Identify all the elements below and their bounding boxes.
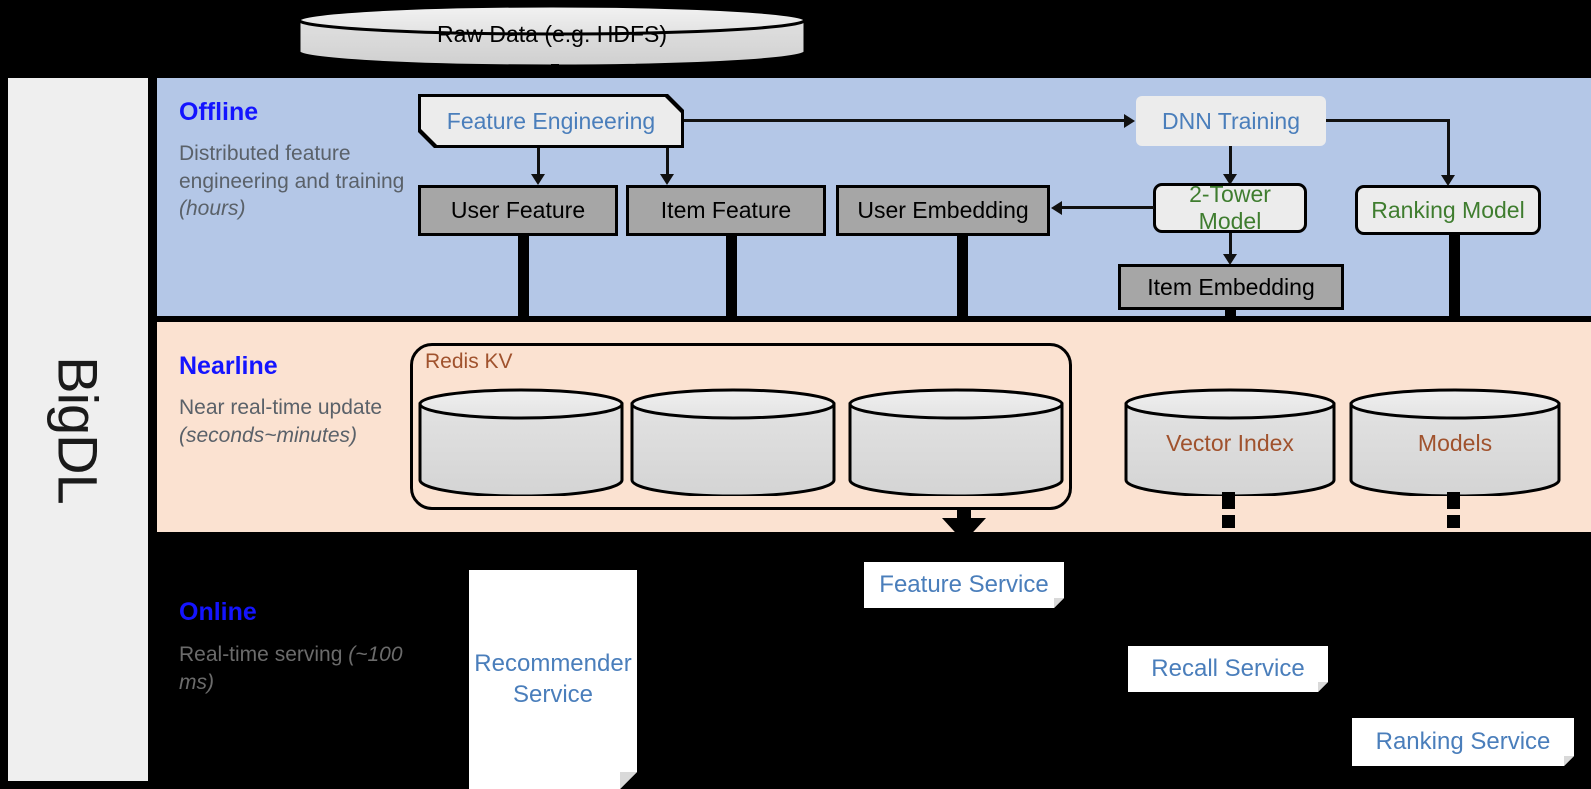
ranking-model-label: Ranking Model: [1371, 196, 1525, 223]
dnn-training-label: DNN Training: [1136, 96, 1326, 146]
connector-models-ranking-stub2: [1447, 515, 1460, 528]
store-user-embedding-cylinder[interactable]: [848, 388, 1064, 496]
connector-vectorindex-recall-stub2: [1222, 515, 1235, 528]
online-title: Online: [179, 598, 257, 626]
user-feature-label: User Feature: [450, 197, 586, 223]
user-embedding-box[interactable]: User Embedding: [836, 185, 1050, 236]
vector-index-cylinder[interactable]: Vector Index: [1124, 388, 1336, 496]
connector-userembedding-store: [957, 236, 968, 378]
bigdl-rail: BigDL: [8, 78, 148, 781]
connector-dnn-ranking-h: [1326, 119, 1450, 122]
raw-data-cylinder: Raw Data (e.g. HDFS): [297, 4, 807, 68]
connector-fe-itemfeature-arrow: [660, 174, 674, 185]
feature-service-doc[interactable]: Feature Service: [864, 562, 1064, 608]
ranking-model-box[interactable]: Ranking Model: [1355, 185, 1541, 235]
ranking-service-fold-icon: [1564, 756, 1574, 766]
offline-subtitle: Distributed feature engineering and trai…: [179, 140, 414, 223]
recall-service-fold-icon: [1318, 682, 1328, 692]
recommender-service-fold-icon: [620, 772, 637, 789]
item-embedding-box[interactable]: Item Embedding: [1118, 264, 1344, 310]
recall-service-doc[interactable]: Recall Service: [1128, 646, 1328, 692]
online-subtitle-italic: (~100 ms): [179, 643, 403, 694]
redis-kv-container: [410, 343, 1072, 510]
recommender-service-label-line2: Service: [512, 680, 594, 708]
connector-dnn-twotower-arrow: [1223, 174, 1237, 185]
ranking-service-label: Ranking Service: [1375, 728, 1551, 755]
bigdl-label: BigDL: [46, 355, 110, 504]
connector-userfeature-store: [518, 236, 529, 388]
offline-title: Offline: [179, 98, 259, 126]
online-subtitle-text: Real-time serving: [179, 643, 349, 666]
nearline-subtitle: Near real-time update (seconds~minutes): [179, 394, 414, 449]
redis-kv-label: Redis KV: [425, 350, 513, 373]
connector-models-ranking-stub1: [1447, 492, 1460, 509]
connector-itemfeature-store: [726, 236, 737, 378]
vector-index-label: Vector Index: [1166, 430, 1294, 456]
connector-vectorindex-recall-stub1: [1222, 492, 1235, 509]
connector-fe-dnn: [684, 119, 1124, 122]
offline-subtitle-italic: (hours): [179, 197, 246, 221]
ranking-service-doc[interactable]: Ranking Service: [1352, 718, 1574, 766]
user-feature-box[interactable]: User Feature: [418, 185, 618, 236]
connector-twotower-userembedding-arrow: [1051, 201, 1062, 215]
item-feature-box[interactable]: Item Feature: [626, 185, 826, 236]
two-tower-model-box[interactable]: 2-Tower Model: [1153, 181, 1307, 234]
store-item-feature-cylinder[interactable]: [630, 388, 836, 496]
connector-dnn-ranking-v: [1447, 119, 1450, 181]
connector-dnn-ranking-arrow: [1441, 175, 1455, 186]
connector-rankingmodel-models: [1449, 235, 1460, 382]
store-user-feature-cylinder[interactable]: [418, 388, 624, 496]
connector-twotower-itemembedding: [1229, 233, 1232, 261]
nearline-subtitle-text: Near real-time update: [179, 396, 383, 419]
feature-service-fold-icon: [1054, 598, 1064, 608]
recommender-service-doc[interactable]: Recommender Service: [469, 570, 637, 789]
connector-fe-itemfeature: [666, 148, 669, 178]
connector-fe-dnn-arrow: [1124, 114, 1135, 128]
recommender-service-label-line1: Recommender: [474, 649, 632, 677]
connector-twotower-userembedding: [1062, 206, 1154, 209]
offline-subtitle-text: Distributed feature engineering and trai…: [179, 142, 405, 193]
raw-data-label: Raw Data (e.g. HDFS): [436, 21, 668, 47]
online-subtitle: Real-time serving (~100 ms): [179, 641, 414, 696]
nearline-title: Nearline: [179, 352, 278, 380]
connector-dnn-twotower: [1229, 146, 1232, 180]
dnn-training-box[interactable]: DNN Training: [1136, 96, 1326, 146]
item-feature-label: Item Feature: [660, 197, 792, 223]
models-cylinder[interactable]: Models: [1349, 388, 1561, 496]
connector-fe-userfeature-arrow: [531, 174, 545, 185]
feature-service-label: Feature Service: [879, 571, 1049, 598]
user-embedding-label: User Embedding: [857, 197, 1029, 223]
connector-twotower-itemembedding-arrow: [1223, 254, 1237, 265]
recall-service-label: Recall Service: [1151, 655, 1305, 682]
feature-engineering-label: Feature Engineering: [421, 97, 681, 145]
item-embedding-label: Item Embedding: [1147, 273, 1315, 300]
connector-rawdata-fe: [551, 64, 559, 78]
nearline-subtitle-italic: (seconds~minutes): [179, 423, 357, 447]
connector-fe-userfeature: [537, 148, 540, 178]
feature-engineering-box[interactable]: Feature Engineering: [418, 94, 684, 148]
two-tower-model-label: 2-Tower Model: [1189, 181, 1271, 234]
models-label: Models: [1417, 430, 1493, 456]
